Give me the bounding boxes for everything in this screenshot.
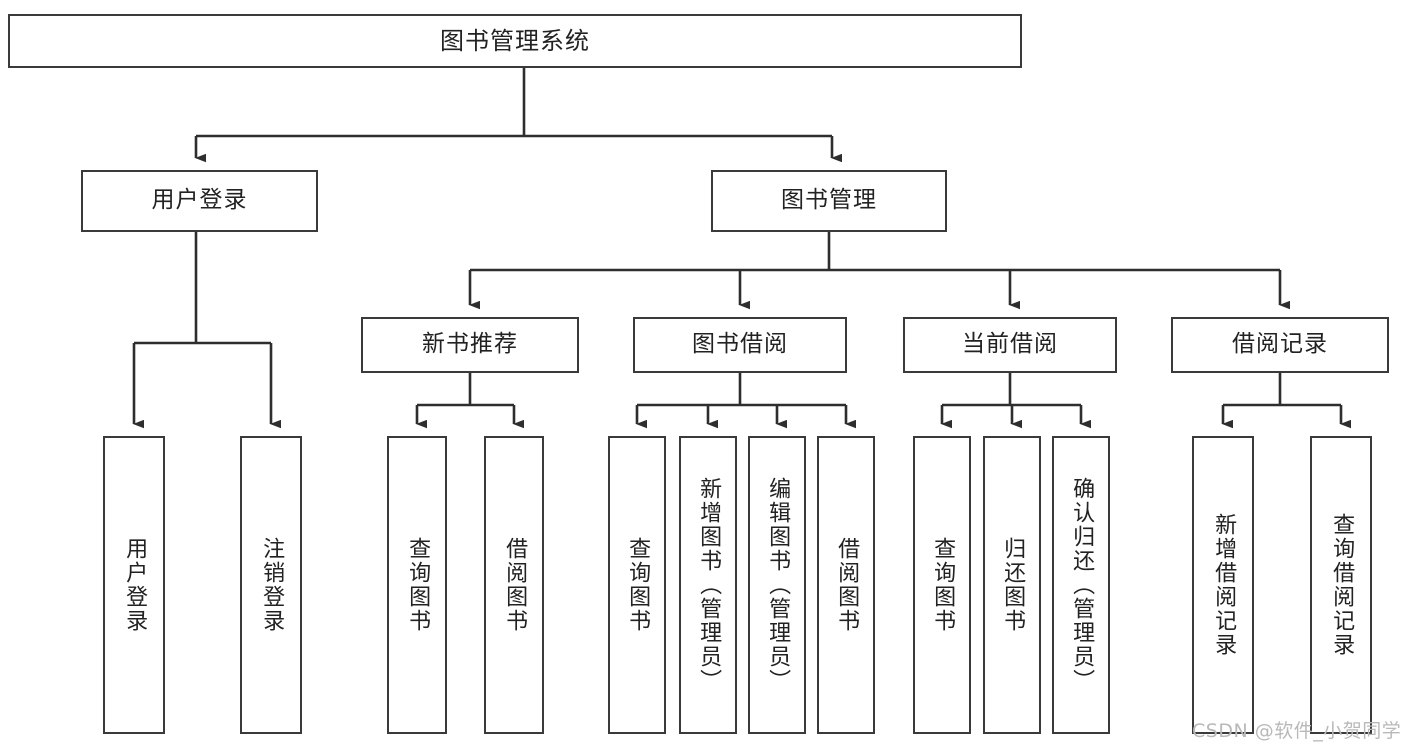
leaf-query-borrowing-record[interactable]: 查询借阅记录 — [1310, 436, 1372, 734]
leaf-borrow-books-newbook[interactable]: 借阅图书 — [484, 436, 544, 734]
node-borrowing-records[interactable]: 借阅记录 — [1171, 317, 1389, 373]
node-book-borrowing[interactable]: 图书借阅 — [633, 317, 847, 373]
node-user-login[interactable]: 用户登录 — [81, 170, 318, 232]
node-book-management[interactable]: 图书管理 — [711, 170, 947, 232]
leaf-query-books-newbook[interactable]: 查询图书 — [387, 436, 447, 734]
leaf-query-books-borrowing[interactable]: 查询图书 — [608, 436, 666, 734]
csdn-watermark: CSDN @软件_小贺同学 — [1192, 720, 1402, 742]
leaf-edit-book-admin[interactable]: 编辑图书（管理员） — [748, 436, 806, 734]
node-new-book-recommendation[interactable]: 新书推荐 — [361, 317, 579, 373]
leaf-user-login[interactable]: 用户登录 — [103, 436, 165, 734]
node-root-book-management-system[interactable]: 图书管理系统 — [8, 14, 1022, 68]
leaf-borrow-books-borrowing[interactable]: 借阅图书 — [817, 436, 875, 734]
leaf-query-books-current[interactable]: 查询图书 — [913, 436, 971, 734]
leaf-confirm-return-admin[interactable]: 确认归还（管理员） — [1052, 436, 1110, 734]
leaf-add-book-admin[interactable]: 新增图书（管理员） — [679, 436, 737, 734]
node-current-borrowing[interactable]: 当前借阅 — [903, 317, 1117, 373]
leaf-add-borrowing-record[interactable]: 新增借阅记录 — [1192, 436, 1254, 734]
leaf-logout[interactable]: 注销登录 — [240, 436, 302, 734]
leaf-return-books[interactable]: 归还图书 — [983, 436, 1041, 734]
